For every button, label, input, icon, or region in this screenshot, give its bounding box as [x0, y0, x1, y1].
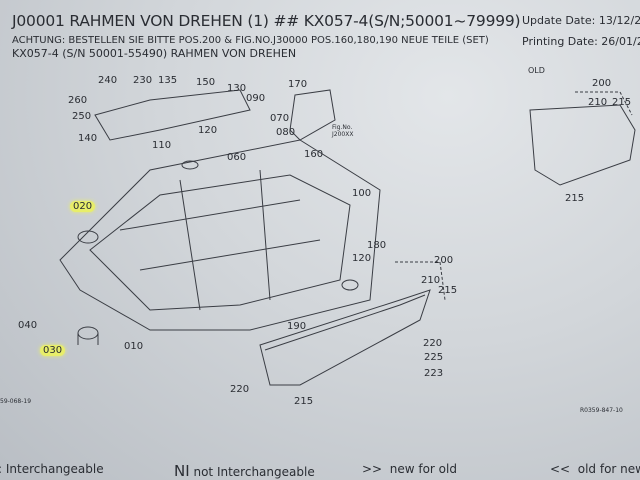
part-label: 223: [424, 368, 444, 379]
part-label: 190: [287, 321, 307, 332]
ni-symbol: NI: [174, 462, 190, 480]
part-label: 215: [294, 396, 314, 407]
part-label: 135: [158, 75, 178, 86]
old-part-label: 210: [588, 97, 608, 108]
part-label: 120: [352, 253, 372, 264]
old-part-label: 215: [612, 97, 632, 108]
part-label: 010: [124, 341, 144, 352]
part-label: 225: [424, 352, 444, 363]
part-label-highlighted: 020: [70, 201, 96, 212]
part-label: 210: [421, 275, 441, 286]
legend-new-for-old: >> new for old: [362, 462, 457, 476]
legend-interchangeable: : Interchangeable: [0, 462, 104, 476]
new-symbol: >>: [362, 462, 383, 476]
old-part-label: 200: [592, 78, 612, 89]
part-label: 230: [133, 75, 153, 86]
update-date: Update Date: 13/12/20: [522, 14, 640, 27]
legend-text: not Interchangeable: [193, 465, 315, 479]
printing-date: Printing Date: 26/01/20: [522, 35, 640, 48]
legend-text: Interchangeable: [5, 462, 104, 476]
part-label: 110: [152, 140, 172, 151]
old-part-label: 215: [565, 193, 585, 204]
old-counterweight: [529, 104, 636, 186]
part-label: 070: [270, 113, 290, 124]
part-label: 180: [367, 240, 387, 251]
part-label: 100: [352, 188, 372, 199]
legend-old-for-new: << old for new: [550, 462, 640, 476]
page-title: J00001 RAHMEN VON DREHEN (1) ## KX057-4(…: [12, 12, 521, 30]
old-symbol: <<: [550, 462, 571, 476]
part-label: 120: [198, 125, 218, 136]
subtitle: KX057-4 (S/N 50001-55490) RAHMEN VON DRE…: [12, 47, 297, 60]
legend-not-interchangeable: NI not Interchangeable: [174, 462, 315, 480]
part-label: 130: [227, 83, 247, 94]
part-label: 220: [230, 384, 250, 395]
part-label: 080: [276, 127, 296, 138]
counterweight: [259, 289, 431, 386]
fig-ref: Fig.No. J200XX: [332, 124, 354, 138]
part-label: 240: [98, 75, 118, 86]
part-label: 250: [72, 111, 92, 122]
part-label: 140: [78, 133, 98, 144]
part-label: 200: [434, 255, 454, 266]
part-label: 150: [196, 77, 216, 88]
part-label: 260: [68, 95, 88, 106]
part-label: 090: [246, 93, 266, 104]
drawing-ref-right: R0359-847-10: [580, 407, 623, 414]
old-label: OLD: [528, 66, 545, 75]
notice: ACHTUNG: BESTELLEN SIE BITTE POS.200 & F…: [12, 35, 489, 46]
bracket: [94, 89, 251, 141]
part-label: 220: [423, 338, 443, 349]
part-label: 060: [227, 152, 247, 163]
legend-text: new for old: [389, 462, 457, 476]
part-label: 040: [18, 320, 38, 331]
part-label-highlighted: 030: [40, 345, 66, 356]
part-label: 160: [304, 149, 324, 160]
part-label: 170: [288, 79, 308, 90]
drawing-ref-left: 59-068-19: [0, 398, 32, 405]
swing-frame: [59, 139, 381, 331]
legend-text: old for new: [577, 462, 640, 476]
part-label: 215: [438, 285, 458, 296]
